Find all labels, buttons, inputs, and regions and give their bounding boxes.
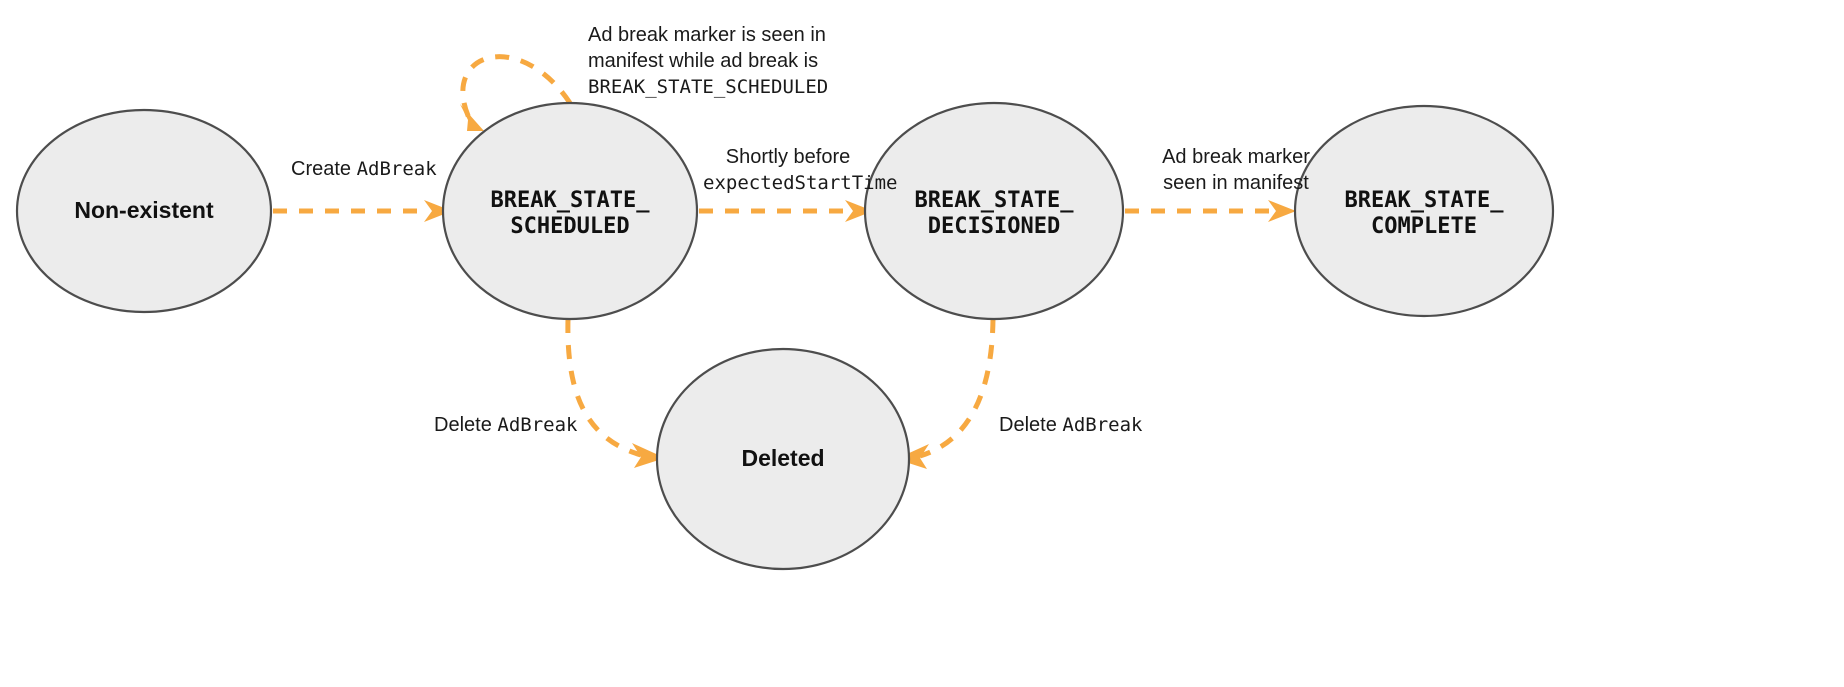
node-non-existent[interactable]: Non-existent [15,108,273,314]
node-deleted[interactable]: Deleted [655,347,911,571]
edge-decisioned-to-complete-arrowhead [1268,200,1296,222]
edge-scheduled-to-deleted-arrowhead [632,443,665,468]
edge-label-scheduled-self-loop-line3: BREAK_STATE_SCHEDULED [588,76,829,98]
edge-label-scheduled-to-decisioned-line1: Shortly before [725,146,851,168]
edge-label-scheduled-to-deleted-verb: Delete [434,414,498,436]
edge-scheduled-to-decisioned-arrowhead [845,200,873,222]
edge-label-decisioned-to-complete-line1: Ad break marker [1162,146,1310,168]
edge-label-scheduled-to-decisioned: Shortly before expectedStartTime [703,144,898,196]
edge-label-scheduled-to-deleted: Delete AdBreak [434,412,577,438]
edge-create-adbreak-arrowhead [424,200,452,222]
edge-label-create-adbreak: Create AdBreak [291,156,437,182]
node-break-state-complete-label-line1: BREAK_STATE_ [1345,188,1505,213]
edge-label-scheduled-self-loop-line1: Ad break marker is seen in [588,24,826,46]
edge-scheduled-self-loop [460,54,573,131]
node-break-state-decisioned-shape [863,101,1125,321]
edge-label-scheduled-self-loop: Ad break marker is seen in manifest whil… [588,22,828,100]
edge-scheduled-self-loop-arrowhead [460,104,484,131]
node-break-state-complete-shape [1293,104,1555,318]
edge-decisioned-to-complete [1125,200,1296,222]
edge-label-decisioned-to-deleted-verb: Delete [999,414,1063,436]
edge-decisioned-to-deleted-arrowhead [896,444,929,469]
node-break-state-scheduled-shape [441,101,699,321]
edge-scheduled-self-loop-line [460,54,573,120]
edge-create-adbreak [273,200,452,222]
node-non-existent-shape [15,108,273,314]
edge-scheduled-to-deleted [565,318,665,468]
edge-decisioned-to-deleted [896,318,996,469]
node-break-state-scheduled[interactable]: BREAK_STATE_ SCHEDULED [441,101,699,321]
edge-scheduled-to-deleted-line [565,318,642,458]
node-deleted-label: Deleted [741,445,824,471]
edge-label-decisioned-to-deleted: Delete AdBreak [999,412,1142,438]
node-break-state-decisioned-label-line1: BREAK_STATE_ [915,188,1075,213]
edge-decisioned-to-deleted-line [919,318,996,459]
node-break-state-decisioned-label-line2: DECISIONED [928,214,1060,239]
edge-label-decisioned-to-complete: Ad break marker seen in manifest [1138,144,1334,196]
edge-scheduled-to-decisioned [699,200,873,222]
node-break-state-complete[interactable]: BREAK_STATE_ COMPLETE [1293,104,1555,318]
edge-label-create-adbreak-verb: Create [291,158,357,180]
node-deleted-shape [655,347,911,571]
node-non-existent-label: Non-existent [74,197,214,223]
node-break-state-complete-label-line2: COMPLETE [1371,214,1477,239]
edge-label-create-adbreak-type: AdBreak [356,158,437,180]
edge-label-scheduled-to-decisioned-line2: expectedStartTime [703,172,898,194]
edge-label-decisioned-to-complete-line2: seen in manifest [1163,172,1309,194]
node-break-state-scheduled-label-line1: BREAK_STATE_ [491,188,651,213]
edge-label-scheduled-to-deleted-type: AdBreak [497,414,578,436]
node-break-state-decisioned[interactable]: BREAK_STATE_ DECISIONED [863,101,1125,321]
edge-label-decisioned-to-deleted-type: AdBreak [1062,414,1143,436]
edge-label-scheduled-self-loop-line2: manifest while ad break is [588,50,819,72]
node-break-state-scheduled-label-line2: SCHEDULED [510,214,629,239]
